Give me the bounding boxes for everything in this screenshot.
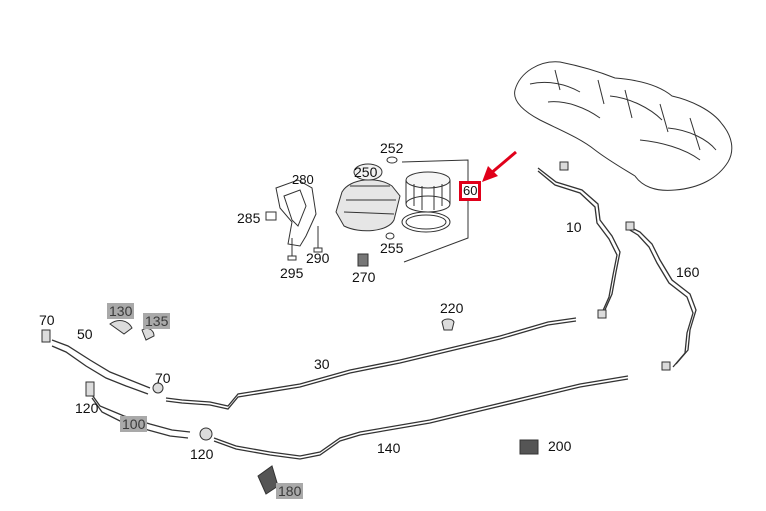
label-290: 290: [306, 250, 330, 266]
label-70-mid: 70: [155, 370, 171, 386]
label-252: 252: [380, 140, 404, 156]
red-arrow-icon: [482, 150, 517, 182]
fuel-lines: [51, 167, 697, 460]
filter-assembly: [265, 156, 469, 267]
label-135[interactable]: 135: [143, 313, 171, 329]
label-70-left: 70: [39, 312, 55, 328]
label-220: 220: [440, 300, 464, 316]
label-295: 295: [280, 265, 304, 281]
label-255: 255: [380, 240, 404, 256]
label-160: 160: [676, 264, 700, 280]
label-270: 270: [352, 269, 376, 285]
label-280: 280: [292, 172, 314, 187]
label-50: 50: [77, 326, 93, 342]
label-60-highlighted[interactable]: 60: [459, 181, 482, 201]
label-30: 30: [314, 356, 330, 372]
label-120-left: 120: [75, 400, 99, 416]
label-100[interactable]: 100: [120, 416, 148, 432]
label-180[interactable]: 180: [276, 483, 304, 499]
label-200: 200: [548, 438, 572, 454]
label-140: 140: [377, 440, 401, 456]
fuel-tank: [514, 61, 733, 191]
label-250: 250: [354, 164, 378, 180]
label-120-bottom: 120: [190, 446, 214, 462]
label-10: 10: [566, 219, 582, 235]
label-130[interactable]: 130: [107, 303, 135, 319]
label-285: 285: [237, 210, 261, 226]
